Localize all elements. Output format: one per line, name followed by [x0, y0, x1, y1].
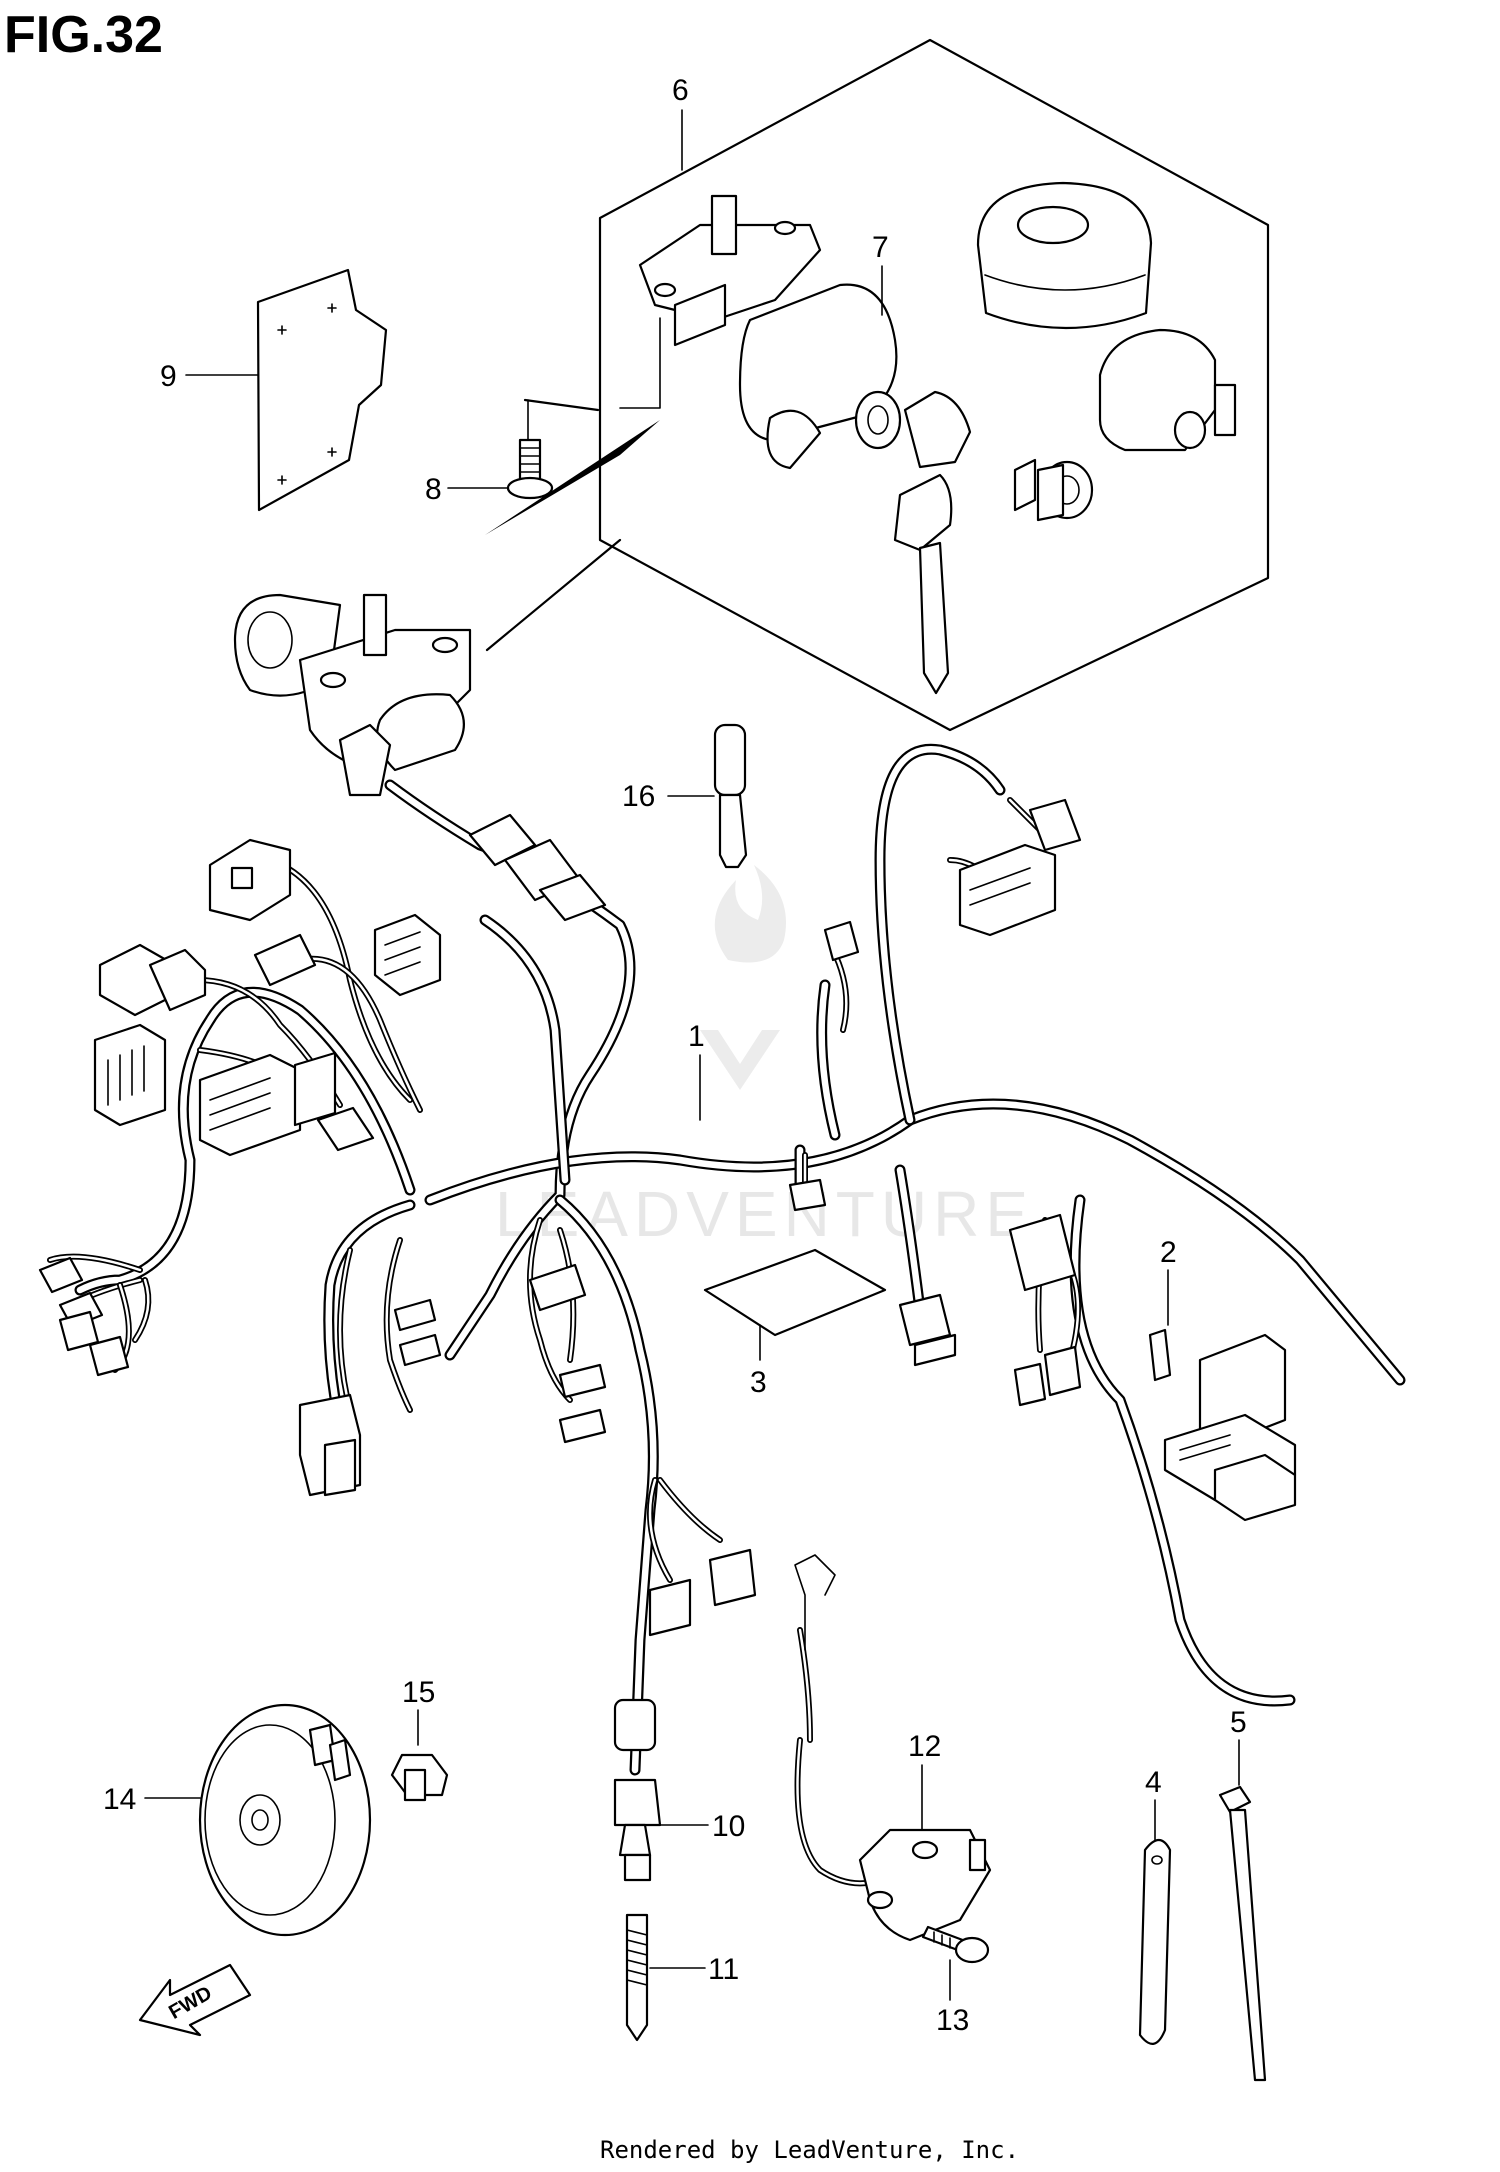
- small-cylinder-lock: [1013, 458, 1094, 522]
- screw-8: [447, 399, 554, 500]
- horn: [144, 1703, 372, 1937]
- helmet-lock-block: [1098, 328, 1237, 452]
- brake-switch: [613, 1698, 709, 1882]
- ignition-kit-box: [485, 38, 1270, 732]
- footer-credit: Rendered by LeadVenture, Inc.: [600, 2136, 1019, 2164]
- harness-connectors: [38, 798, 1082, 1637]
- watermark-text: LEADVENTURE: [495, 1178, 1034, 1250]
- callout-15: 15: [402, 1676, 435, 1709]
- cable-tie-5: [1218, 1739, 1267, 2082]
- spring-11: [625, 1913, 706, 2042]
- grid-connector: [93, 1023, 167, 1127]
- callout-7: 7: [872, 231, 889, 264]
- key-16: [667, 723, 748, 869]
- callout-14: 14: [103, 1783, 136, 1816]
- callout-6: 6: [672, 74, 689, 107]
- bracket-plate: [185, 268, 388, 512]
- callout-5: 5: [1230, 1706, 1247, 1739]
- callout-11: 11: [708, 1953, 739, 1986]
- lock-cap: [976, 181, 1153, 330]
- bolt-13: [921, 1925, 990, 2001]
- flame-watermark-icon: [714, 865, 786, 963]
- main-wiring-harness: [74, 743, 1406, 1776]
- callout-3: 3: [750, 1366, 767, 1399]
- callout-13: 13: [936, 2004, 969, 2037]
- callout-8: 8: [425, 473, 442, 506]
- label-sticker: [703, 1248, 887, 1361]
- sensor-12: [794, 1554, 992, 1942]
- fuse-box: [1148, 1269, 1297, 1522]
- ignition-key-pair: [893, 390, 972, 695]
- forward-direction-arrow: FWD: [138, 1963, 252, 2037]
- callout-2: 2: [1160, 1236, 1177, 1269]
- leadventure-watermark: LEADVENTURE: [495, 865, 1034, 1250]
- clamp-4: [1138, 1799, 1172, 2045]
- v-watermark-icon: [700, 1030, 780, 1090]
- figure-title: FIG.32: [4, 6, 163, 64]
- callout-4: 4: [1145, 1766, 1162, 1799]
- callout-12: 12: [908, 1730, 941, 1763]
- callout-labels: 1 2 3 4 5 6 7 8 9 10 11 12 13 14 15 16: [103, 74, 1247, 2037]
- callout-10: 10: [712, 1810, 745, 1843]
- callout-leaders: [699, 265, 883, 1121]
- main-ignition-switch: [233, 593, 472, 797]
- ignition-switch-in-kit: [638, 194, 902, 470]
- callout-16: 16: [622, 780, 655, 813]
- grid-connector-2: [198, 1053, 302, 1157]
- nut-15: [390, 1709, 449, 1802]
- callout-1: 1: [688, 1020, 705, 1053]
- callout-9: 9: [160, 360, 177, 393]
